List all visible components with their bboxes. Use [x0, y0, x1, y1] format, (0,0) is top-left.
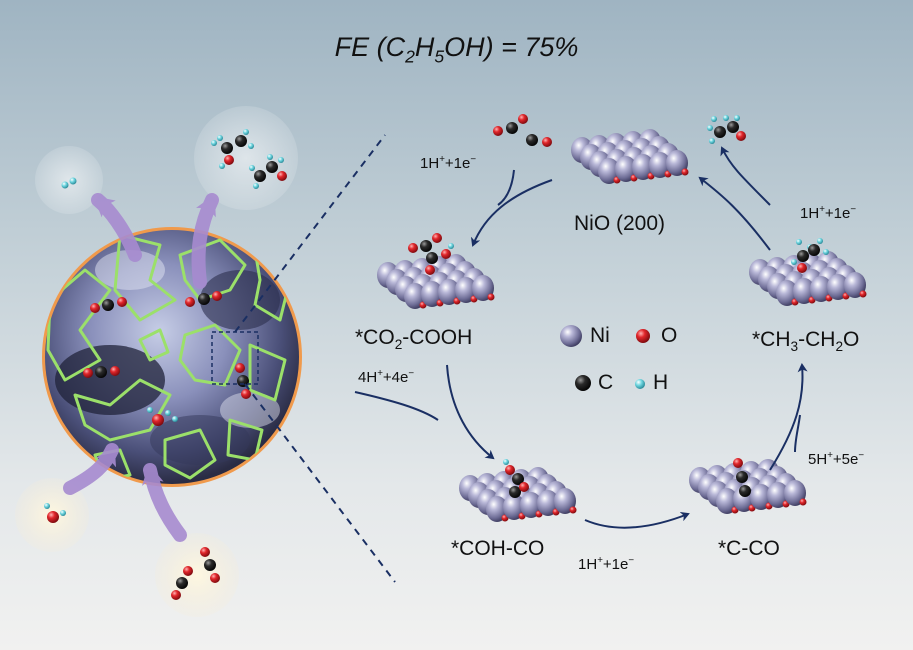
step-label-5: 1H++1e−: [800, 204, 857, 222]
step-label-2: 4H++4e−: [358, 368, 415, 386]
ni-atom: [503, 494, 525, 520]
ni-atom: [554, 488, 576, 514]
adsorbate-c-co: [733, 458, 751, 497]
o-atom: [799, 498, 807, 506]
ethanol-gas-out: [707, 115, 746, 144]
slab-ch3-ch2o: [749, 251, 867, 306]
o-atom: [569, 506, 577, 514]
legend-atoms: [560, 325, 650, 391]
ethanol-molecule-1: [211, 129, 254, 169]
ni-atom: [537, 490, 559, 516]
ni-atom: [716, 488, 738, 514]
step-label-3: 1H++1e−: [578, 555, 635, 573]
state-label-nio: NiO (200): [574, 212, 666, 235]
ni-atom: [421, 281, 443, 307]
ni-atom: [767, 482, 789, 508]
co2-on-particle-1: [90, 297, 127, 313]
purple-arrow-water: [63, 443, 119, 495]
arrow-step4-join: [794, 414, 801, 453]
grain-boundaries: [46, 233, 292, 482]
arrow-c-co-to-ch3-ch2o: [769, 363, 808, 471]
o-atom: [487, 293, 495, 301]
ni-atom: [750, 484, 772, 510]
arrow-coh-co-to-c-co: [584, 511, 690, 529]
purple-arrow-co2: [141, 463, 187, 542]
co2-on-particle-2: [185, 291, 222, 307]
zoom-indicator: [211, 134, 396, 583]
ni-atom: [486, 496, 508, 522]
ni-atom: [520, 492, 542, 518]
step-label-1: 1H++1e−: [420, 154, 477, 172]
arrow-step2-join: [354, 391, 439, 421]
o-atom: [859, 290, 867, 298]
adsorbate-co2-cooh: [408, 233, 454, 275]
water-bubble: [15, 478, 89, 552]
ni-atom: [472, 275, 494, 301]
ethanol-molecule-2: [249, 154, 287, 189]
purple-arrow-ethanol: [191, 193, 219, 289]
h2-bubble: [35, 146, 103, 214]
ni-atom: [615, 156, 637, 182]
ni-atom: [793, 278, 815, 304]
arrow-ch3-ch2o-to-nio: [698, 176, 771, 251]
adsorbate-coh-co: [503, 459, 529, 498]
adsorbate-ch3-ch2o: [791, 238, 829, 273]
arrow-co2-cooh-to-coh-co: [446, 364, 495, 460]
arrow-nio-to-co2-cooh: [470, 179, 553, 247]
ni-atom: [649, 152, 671, 178]
catalyst-particle: [42, 227, 302, 487]
co2-bubble: [155, 533, 239, 617]
arrow-ethanol-out: [720, 146, 771, 206]
legend-ni-atom: [560, 325, 582, 347]
ni-atom: [666, 150, 688, 176]
ni-atom: [455, 277, 477, 303]
co2-gas-in: [493, 114, 552, 147]
legend-o-atom: [636, 329, 650, 343]
page-title: FE (C2H5OH) = 75%: [334, 32, 579, 67]
co2-on-particle-3: [83, 366, 120, 378]
ni-atom: [827, 274, 849, 300]
state-label-c-co: *C-CO: [718, 537, 780, 560]
purple-arrow-h2: [91, 193, 142, 262]
state-label-co2-cooh: *CO2-COOH: [355, 326, 473, 353]
state-label-ch3-ch2o: *CH3-CH2O: [752, 328, 860, 355]
ni-atom: [844, 272, 866, 298]
slab-co2-cooh: [377, 254, 495, 309]
ni-atom: [784, 480, 806, 506]
legend-label-c: C: [598, 371, 614, 394]
slab-nio: [571, 129, 689, 184]
o-atom: [681, 168, 689, 176]
slab-coh-co: [459, 467, 577, 522]
step-label-4: 5H++5e−: [808, 450, 865, 468]
legend-label-o: O: [661, 324, 678, 347]
legend-label-ni: Ni: [590, 324, 610, 347]
water-on-particle: [147, 407, 178, 426]
ni-atom: [404, 283, 426, 309]
ni-atom: [438, 279, 460, 305]
ethanol-bubble: [194, 106, 298, 210]
ni-atom: [632, 154, 654, 180]
state-label-coh-co: *COH-CO: [451, 537, 545, 560]
legend-label-h: H: [653, 371, 669, 394]
legend-c-atom: [575, 375, 591, 391]
ni-atom: [598, 158, 620, 184]
arrow-co2-in: [497, 169, 515, 206]
legend-h-atom: [635, 379, 645, 389]
ni-atom: [776, 280, 798, 306]
ni-atom: [810, 276, 832, 302]
